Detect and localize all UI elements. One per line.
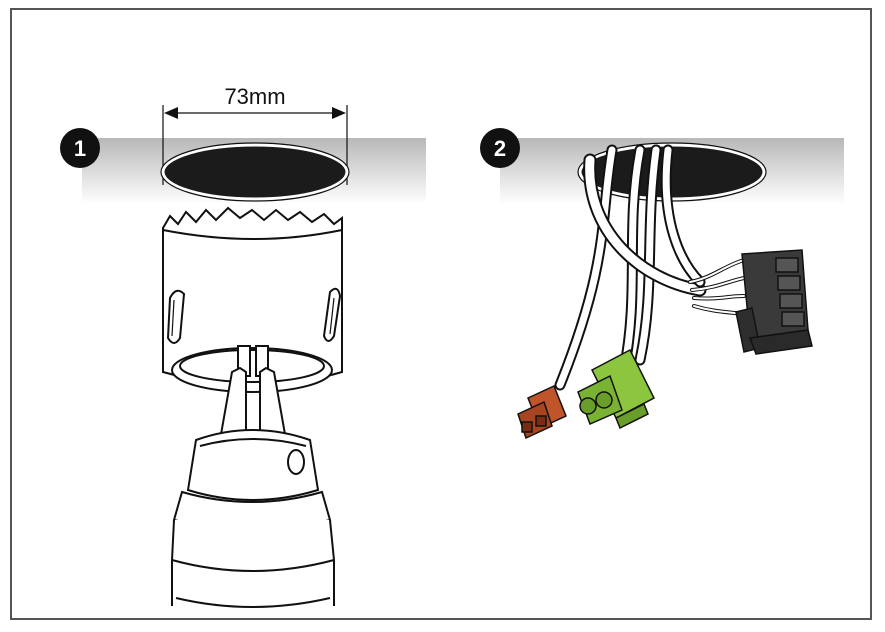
step-1-badge xyxy=(60,128,100,168)
ceiling-hole-1 xyxy=(161,143,349,201)
step-2-number: 2 xyxy=(494,136,506,161)
drill-chuck xyxy=(170,429,336,608)
step-1-number: 1 xyxy=(74,136,86,161)
step-1-panel: 1 73mm xyxy=(60,84,426,608)
black-connector xyxy=(735,249,813,355)
red-connector xyxy=(517,384,567,440)
cable-bundle xyxy=(554,144,746,391)
ceiling-hole-1-outline xyxy=(160,142,350,202)
drill-arbor xyxy=(218,345,288,441)
green-connector xyxy=(577,348,655,430)
hole-diameter-label: 73mm xyxy=(224,84,285,109)
dimension-arrowhead-right xyxy=(332,107,346,119)
step-2-panel: 2 xyxy=(480,128,844,440)
hole-saw xyxy=(162,206,343,393)
dimension-arrowhead-left xyxy=(164,107,178,119)
step-2-badge xyxy=(480,128,520,168)
